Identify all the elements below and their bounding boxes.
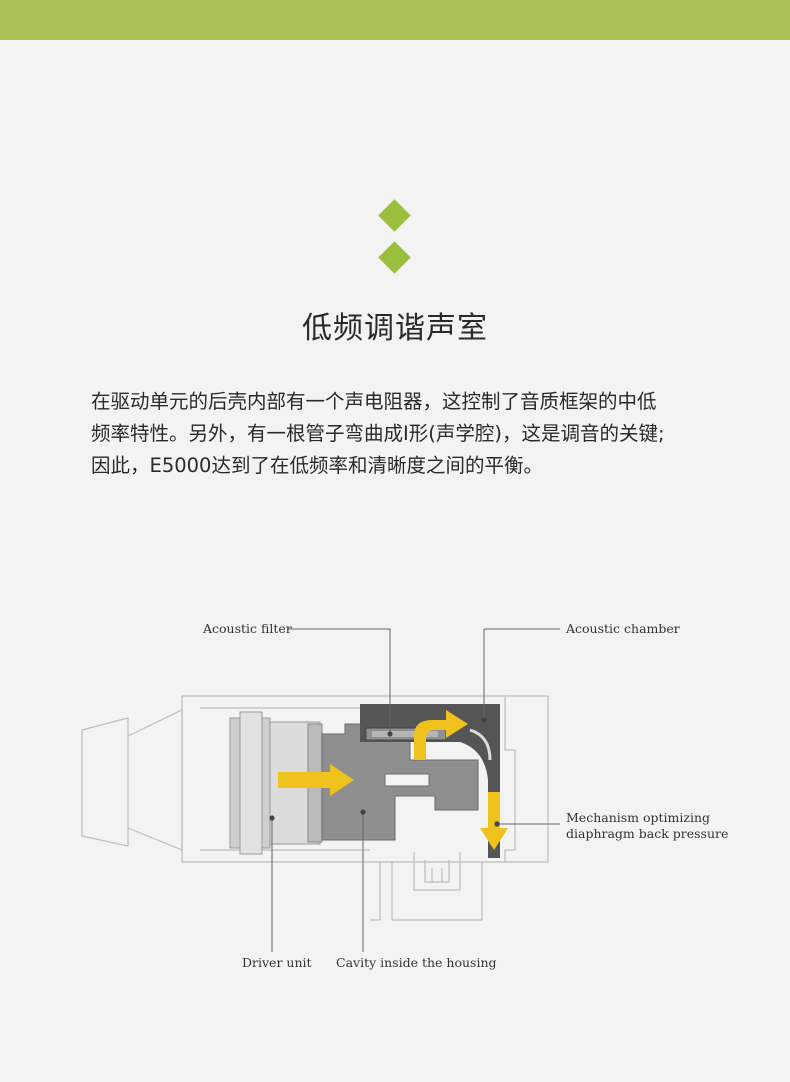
housing-outline [81, 695, 549, 921]
label-mechanism-line1: Mechanism optimizing [566, 810, 710, 825]
label-acoustic-filter: Acoustic filter [202, 621, 292, 636]
callout-dots [269, 717, 500, 827]
diamond-icon [378, 199, 411, 232]
arrow-down-icon [480, 792, 508, 850]
cavity-slot [384, 773, 430, 787]
label-driver-unit: Driver unit [242, 955, 312, 970]
airflow-arrows [278, 710, 508, 850]
paragraph-line: 因此，E5000达到了在低频率和清晰度之间的平衡。 [91, 454, 543, 477]
acoustic-chamber-shape [360, 704, 500, 858]
label-acoustic-chamber: Acoustic chamber [565, 621, 680, 636]
callout-lines [271, 628, 560, 952]
diamond-icon [378, 241, 411, 274]
label-cavity: Cavity inside the housing [336, 955, 497, 970]
earphone-cross-section-diagram: Acoustic filter Acoustic chamber Mechani… [0, 600, 790, 992]
chamber-tube [469, 728, 492, 761]
top-accent-bar [0, 0, 790, 40]
paragraph-line: 在驱动单元的后壳内部有一个声电阻器，这控制了音质框架的中低 [91, 390, 657, 413]
diagram-svg: Acoustic filter Acoustic chamber Mechani… [81, 621, 728, 970]
label-mechanism-line2: diaphragm back pressure [566, 826, 728, 841]
section-title: 低频调谐声室 [302, 311, 488, 346]
description-paragraph: 在驱动单元的后壳内部有一个声电阻器，这控制了音质框架的中低 频率特性。另外，有一… [91, 386, 711, 482]
paragraph-line: 频率特性。另外，有一根管子弯曲成I形(声学腔)，这是调音的关键; [91, 422, 665, 445]
arrow-right-icon [278, 764, 354, 796]
arrow-up-right-icon [414, 710, 468, 760]
acoustic-filter-element [372, 731, 438, 737]
